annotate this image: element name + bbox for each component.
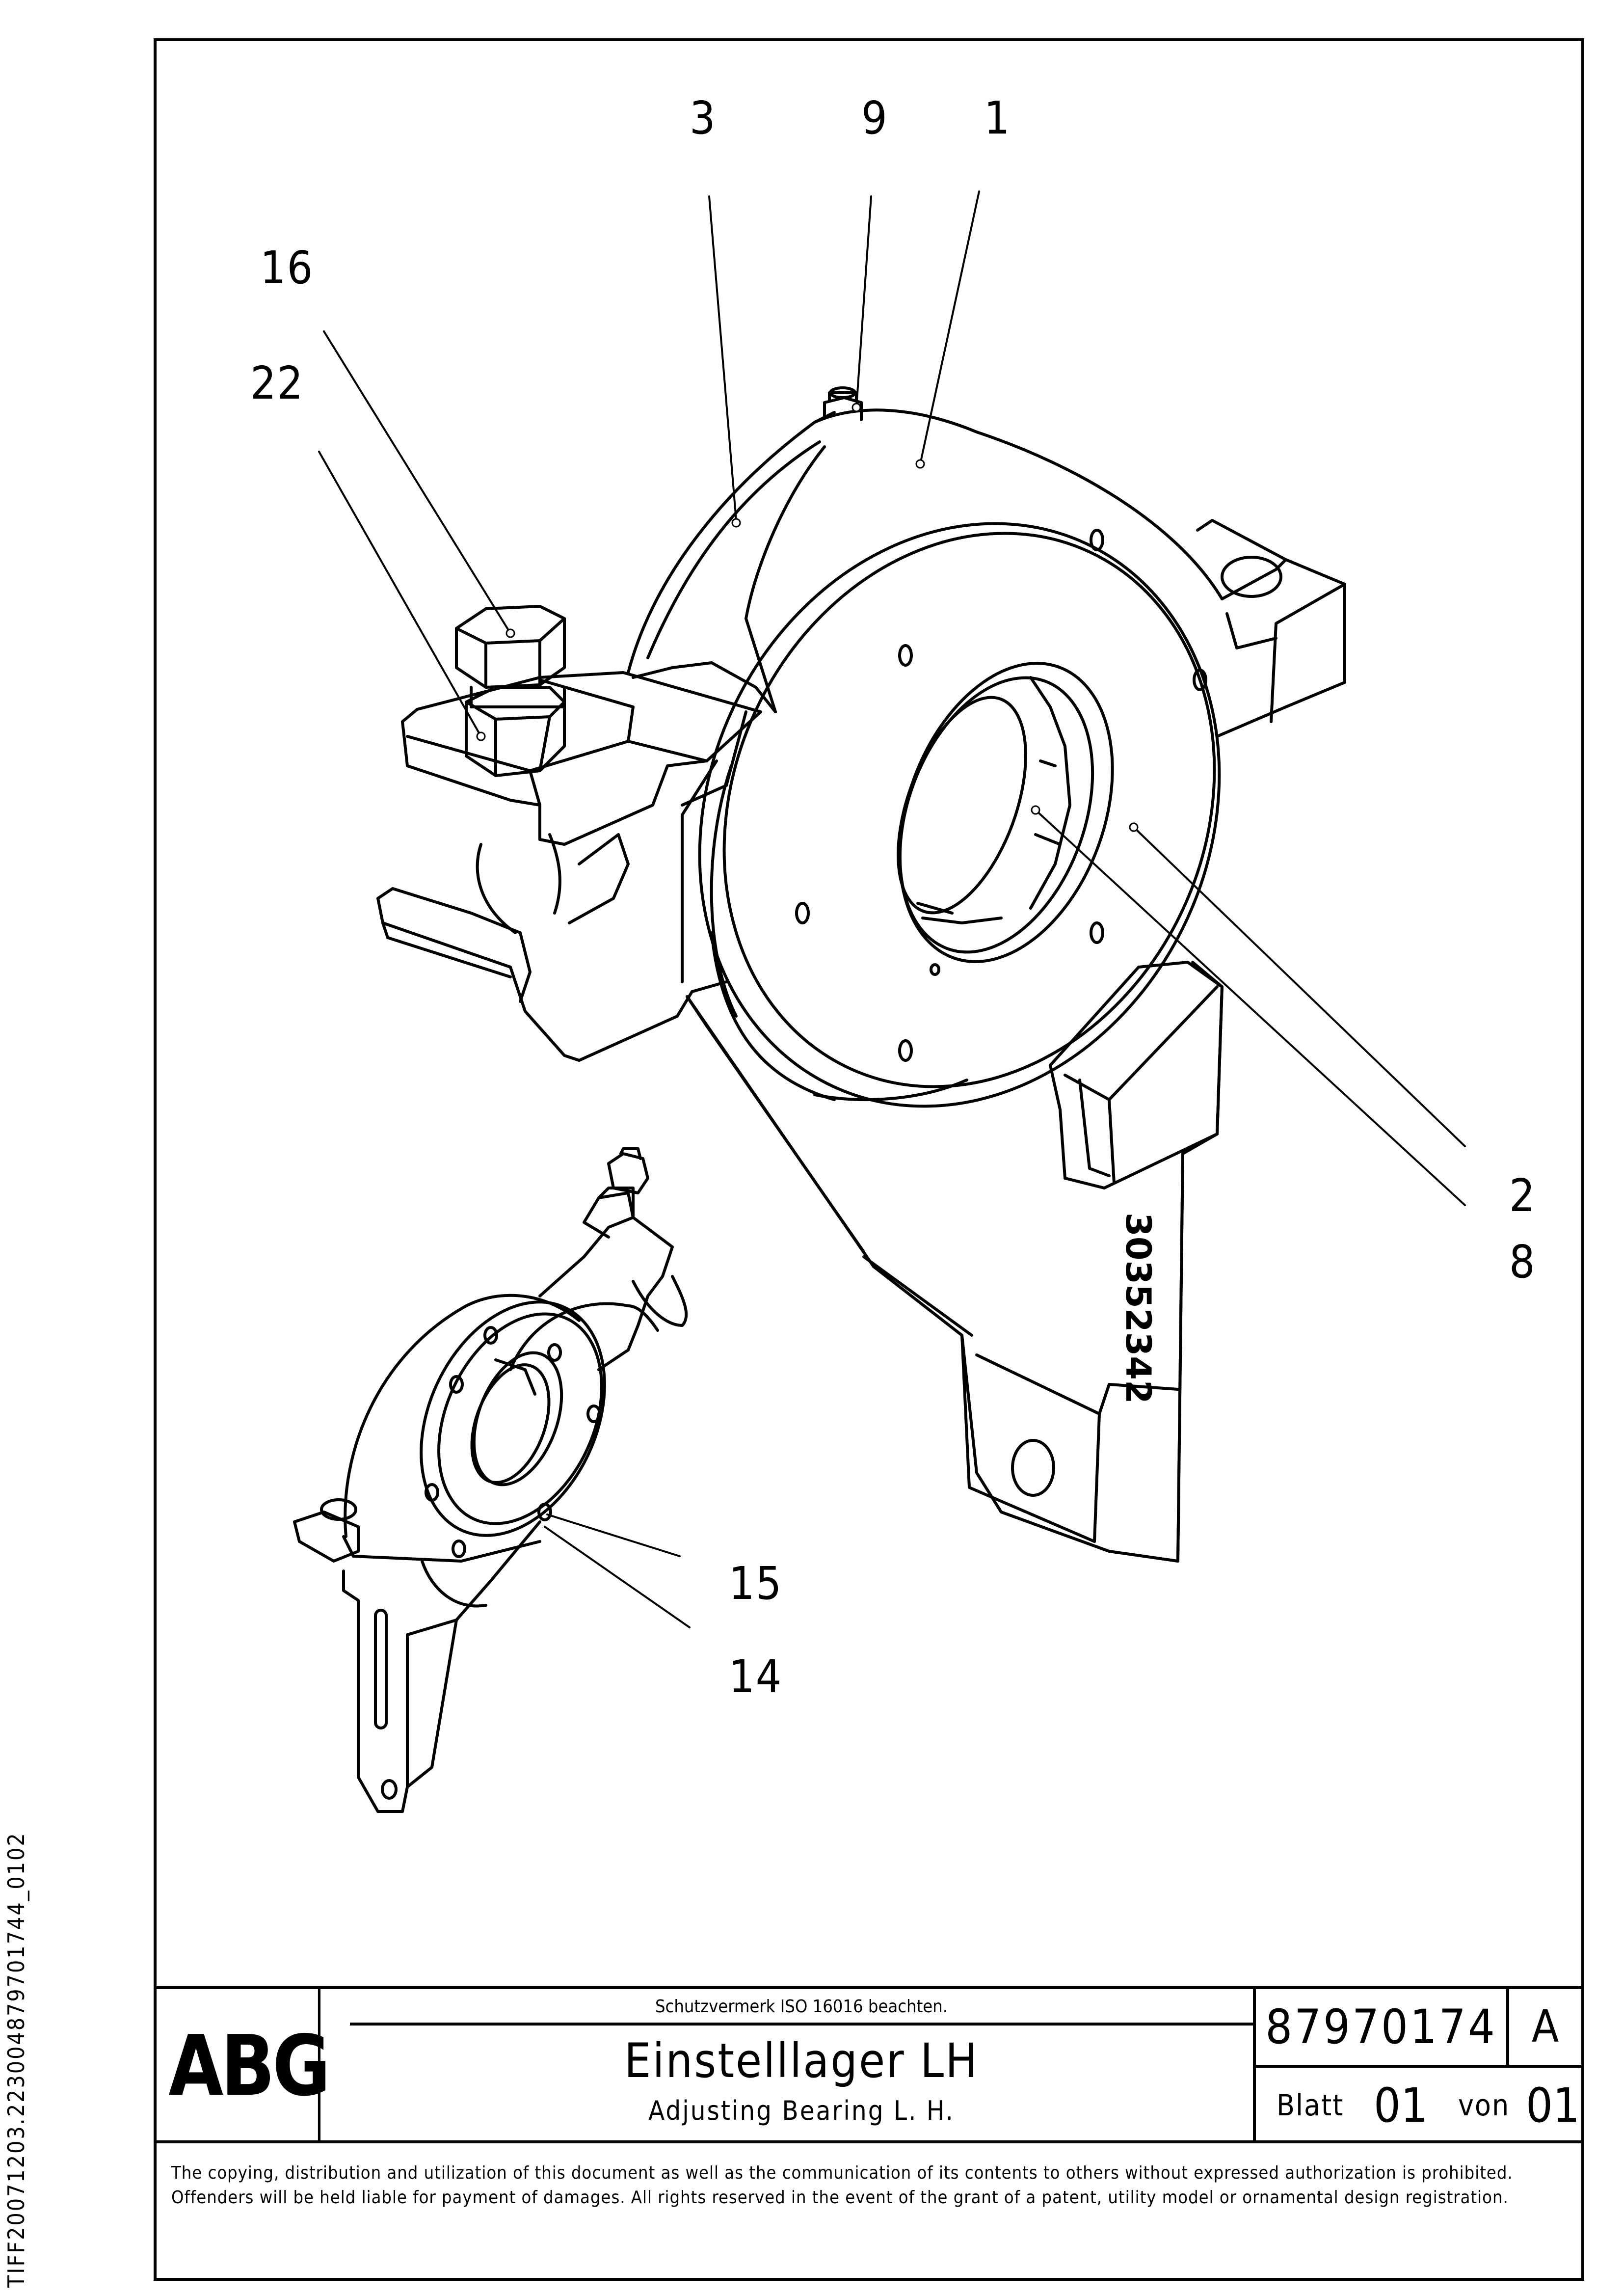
part-marking: 30352342 — [1118, 1213, 1158, 1404]
leader-lines — [318, 190, 1466, 1628]
lower-lug — [1049, 961, 1224, 1189]
revision: A — [1509, 1989, 1581, 2068]
title-german: Einstelllager LH — [624, 2033, 979, 2088]
document-info: 87970174 A Blatt 01 von 01 — [1256, 1989, 1581, 2143]
callout-3: 3 — [690, 92, 717, 144]
sheet-label: Blatt — [1277, 2088, 1344, 2123]
callout-8: 8 — [1509, 1236, 1536, 1288]
protection-notice: Schutzvermerk ISO 16016 beachten. — [350, 1989, 1253, 2026]
callout-14: 14 — [729, 1650, 783, 1703]
of-label: von — [1458, 2088, 1510, 2123]
logo-text: ABG — [168, 2018, 330, 2115]
callout-15: 15 — [729, 1557, 783, 1610]
upper-lug — [1196, 519, 1346, 738]
callout-22: 22 — [250, 357, 304, 409]
callout-1: 1 — [984, 92, 1011, 144]
bearing-bore — [897, 662, 1114, 963]
document-number: 87970174 — [1256, 1989, 1509, 2068]
bearing-housing — [627, 408, 1224, 713]
sheet-value: 01 — [1374, 2078, 1428, 2133]
company-logo: ABG — [154, 1989, 331, 2143]
title-block: ABG Schutzvermerk ISO 16016 beachten. Ei… — [154, 1986, 1584, 2143]
callout-9: 9 — [861, 92, 888, 144]
sheet-info: Blatt 01 von 01 — [1256, 2068, 1581, 2143]
flange-disc — [698, 522, 1221, 1108]
title-english: Adjusting Bearing L. H. — [648, 2095, 955, 2126]
callout-16: 16 — [260, 242, 314, 294]
part-marking-text: 30352342 — [1118, 1213, 1158, 1404]
overview-assembly — [293, 1147, 688, 1813]
flange-holes — [795, 529, 1207, 1062]
of-value: 01 — [1526, 2078, 1580, 2133]
leader-dots — [476, 403, 1139, 832]
clamp-jaw — [376, 671, 762, 1062]
drawing-frame — [154, 38, 1584, 2281]
callout-2: 2 — [1509, 1169, 1536, 1222]
copyright-notice: The copying, distribution and utilizatio… — [154, 2140, 1584, 2278]
clamp-bolt — [455, 605, 566, 777]
title-area: Schutzvermerk ISO 16016 beachten. Einste… — [350, 1989, 1256, 2143]
